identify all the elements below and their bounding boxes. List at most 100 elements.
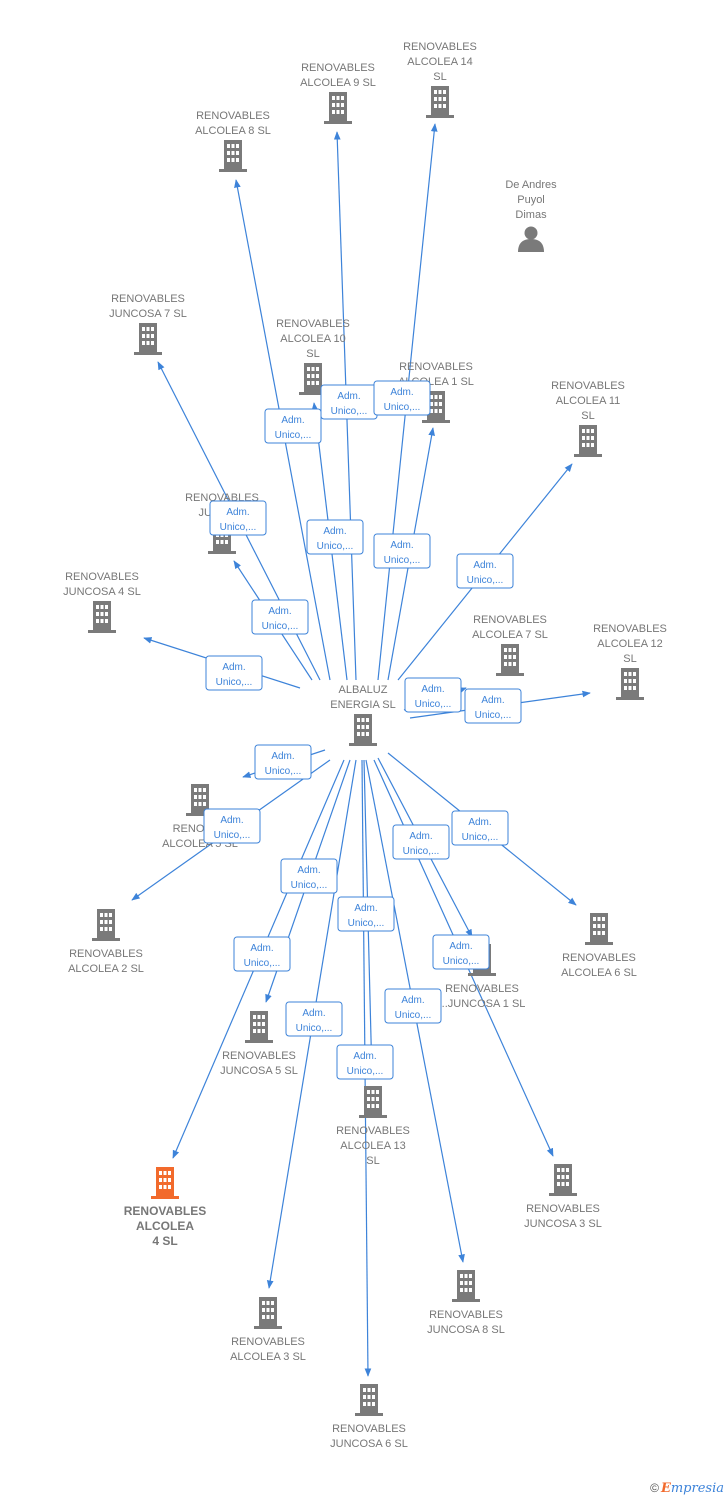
edge-label-box[interactable] xyxy=(203,808,261,844)
edge-label-box[interactable] xyxy=(306,519,364,555)
edge-label[interactable]: Adm.Unico,... xyxy=(233,936,291,972)
node-label: RENOVABLES xyxy=(445,983,519,995)
edge-label-box[interactable] xyxy=(384,988,442,1024)
node-jun1[interactable]: RENOVABLES...JUNCOSA 1 SL xyxy=(439,944,526,1010)
brand-name: mpresia xyxy=(670,1481,724,1496)
building-icon xyxy=(92,909,120,941)
node-alc2[interactable]: RENOVABLES ALCOLEA 2 SL xyxy=(68,909,144,975)
edge-label[interactable]: Adm.Unico,... xyxy=(209,500,267,536)
edge-label-box[interactable] xyxy=(432,934,490,970)
edge-label-box[interactable] xyxy=(251,599,309,635)
edge-label[interactable]: Adm.Unico,... xyxy=(254,744,312,780)
edge-label[interactable]: Adm.Unico,... xyxy=(373,533,431,569)
edge-label[interactable]: Adm.Unico,... xyxy=(392,824,450,860)
building-icon xyxy=(88,601,116,633)
edge-label-box[interactable] xyxy=(404,677,462,713)
edge-label-line: Adm. xyxy=(390,540,413,551)
node-label: Puyol xyxy=(517,194,545,206)
edge-label[interactable]: Adm.Unico,... xyxy=(264,408,322,444)
edge-label-box[interactable] xyxy=(254,744,312,780)
node-label: SL xyxy=(581,410,594,422)
edge-label[interactable]: Adm.Unico,... xyxy=(432,934,490,970)
node-label: ALCOLEA 10 xyxy=(280,333,345,345)
edge-label-line: Unico,... xyxy=(403,846,440,857)
node-label: RENOVABLES xyxy=(473,614,547,626)
edge-label-line: Unico,... xyxy=(317,541,354,552)
node-label: ALCOLEA 13 xyxy=(340,1140,405,1152)
edge-label[interactable]: Adm.Unico,... xyxy=(205,655,263,691)
edge-label[interactable]: Adm.Unico,... xyxy=(251,599,309,635)
edge-label-line: Unico,... xyxy=(395,1010,432,1021)
edge-label-box[interactable] xyxy=(233,936,291,972)
edge-label-box[interactable] xyxy=(373,380,431,416)
building-icon xyxy=(359,1086,387,1118)
edge-label-line: Unico,... xyxy=(296,1023,333,1034)
edge-label-line: Adm. xyxy=(222,662,245,673)
node-label: RENOVABLES xyxy=(336,1125,410,1137)
edge-label-line: Adm. xyxy=(421,684,444,695)
edge-label-box[interactable] xyxy=(264,408,322,444)
node-label: RENOVABLES xyxy=(69,948,143,960)
edge-label-line: Unico,... xyxy=(384,402,421,413)
edge-label-box[interactable] xyxy=(205,655,263,691)
edge-label[interactable]: Adm.Unico,... xyxy=(320,384,378,420)
edge-label-line: Adm. xyxy=(401,995,424,1006)
edge-label-line: Adm. xyxy=(271,751,294,762)
node-label: ENERGIA SL xyxy=(330,699,395,711)
edge-label-line: Adm. xyxy=(268,606,291,617)
edge-label-box[interactable] xyxy=(392,824,450,860)
edge-label-box[interactable] xyxy=(209,500,267,536)
copyright-symbol: © xyxy=(650,1481,659,1495)
node-label: RENOVABLES xyxy=(111,293,185,305)
edge-label[interactable]: Adm.Unico,... xyxy=(451,810,509,846)
edge-label-box[interactable] xyxy=(280,858,338,894)
edge-label-box[interactable] xyxy=(464,688,522,724)
edge-label-box[interactable] xyxy=(285,1001,343,1037)
edge-label-box[interactable] xyxy=(456,553,514,589)
edge-label[interactable]: Adm. Unico,... xyxy=(384,988,442,1024)
edge-label-line: Adm. xyxy=(481,695,504,706)
edge-label[interactable]: Adm.Unico,... xyxy=(337,896,395,932)
edge-label[interactable]: Adm.Unico,... xyxy=(306,519,364,555)
node-label: De Andres xyxy=(505,179,557,191)
edge-label-line: Unico,... xyxy=(443,956,480,967)
building-icon xyxy=(245,1011,273,1043)
edge-label[interactable]: Adm.Unico,... xyxy=(336,1044,394,1080)
edge-label-box[interactable] xyxy=(337,896,395,932)
node-label: ALCOLEA 2 SL xyxy=(68,963,144,975)
edge-label-line: Adm. xyxy=(390,387,413,398)
edge-label[interactable]: Adm.Unico,... xyxy=(285,1001,343,1037)
edge-label[interactable]: Adm.Unico,... xyxy=(203,808,261,844)
edge-label-box[interactable] xyxy=(336,1044,394,1080)
edge-label[interactable]: Adm.Unico,... xyxy=(404,677,462,713)
edge-label-box[interactable] xyxy=(373,533,431,569)
edge-label[interactable]: Adm. Unico,... xyxy=(373,380,431,416)
building-icon xyxy=(574,425,602,457)
edge-label-box[interactable] xyxy=(451,810,509,846)
building-icon xyxy=(324,92,352,124)
edge-label[interactable]: Adm.Unico,... xyxy=(280,858,338,894)
edge-label[interactable]: Adm.Unico,... xyxy=(464,688,522,724)
edge-label[interactable]: Adm.Unico,... xyxy=(456,553,514,589)
node-label: JUNCOSA 3 SL xyxy=(524,1218,602,1230)
